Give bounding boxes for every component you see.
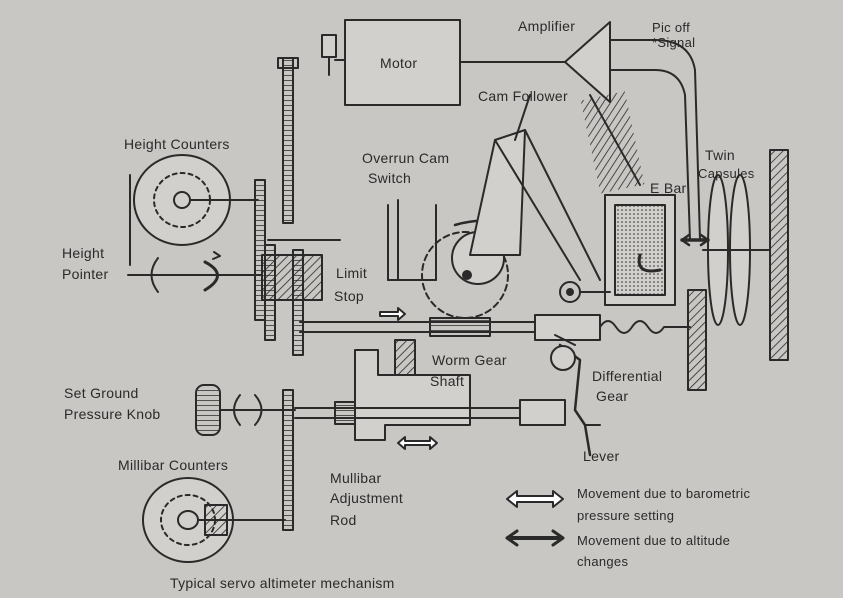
- altitude-arrow-capsules: [680, 233, 710, 247]
- diagram-title: Typical servo altimeter mechanism: [170, 575, 395, 591]
- label-motor: Motor: [380, 55, 418, 71]
- label-differential: Differential: [592, 368, 663, 384]
- label-rod-1: Mullibar: [330, 470, 382, 486]
- legend-solid-arrow: [505, 529, 565, 547]
- legend-hollow-arrow: [506, 490, 564, 508]
- label-height-pointer-2: Pointer: [62, 266, 109, 282]
- label-worm-gear: Worm Gear: [432, 352, 507, 368]
- legend-altitude-1: Movement due to altitude: [577, 533, 731, 548]
- lever-differential: [550, 334, 601, 457]
- twin-capsules: [687, 149, 789, 391]
- legend-barometric-1: Movement due to barometric: [577, 486, 751, 501]
- legend-barometric-2: pressure setting: [577, 508, 675, 523]
- label-limit: Limit: [336, 265, 368, 281]
- millibar-counters-drum: [142, 477, 286, 563]
- label-overrun-2: Switch: [368, 170, 412, 186]
- label-millibar-counters: Millibar Counters: [118, 457, 229, 473]
- height-pointer-assembly: [127, 251, 323, 301]
- label-twin-1: Twin: [705, 147, 735, 163]
- e-bar-assembly: [559, 194, 676, 306]
- cam-follower-arm: [469, 94, 601, 281]
- label-shaft: Shaft: [430, 373, 465, 389]
- label-rod-2: Adjustment: [330, 490, 404, 506]
- height-counters-drum: [129, 154, 259, 266]
- label-e-bar: E Bar: [650, 180, 687, 196]
- motor-box: [321, 19, 566, 106]
- amplifier-triangle: [564, 21, 701, 241]
- label-pickoff-1: Pic off: [652, 20, 690, 35]
- label-height-pointer-1: Height: [62, 245, 105, 261]
- label-amplifier: Amplifier: [518, 18, 576, 34]
- label-cam-follower: Cam Follower: [478, 88, 568, 104]
- label-twin-2: Capsules: [698, 166, 755, 181]
- label-set-ground-1: Set Ground: [64, 385, 139, 401]
- label-set-ground-2: Pressure Knob: [64, 406, 161, 422]
- label-stop: Stop: [334, 288, 364, 304]
- fixed-wall-top: [580, 91, 645, 194]
- label-lever: Lever: [583, 448, 620, 464]
- label-gear: Gear: [596, 388, 629, 404]
- label-height-counters: Height Counters: [124, 136, 230, 152]
- label-overrun-1: Overrun Cam: [362, 150, 450, 166]
- set-ground-knob: [195, 384, 296, 436]
- label-pickoff-2: *Signal: [652, 35, 696, 50]
- millibar-adjustment-rod: [294, 349, 566, 450]
- legend-altitude-2: changes: [577, 554, 629, 569]
- label-rod-3: Rod: [330, 512, 357, 528]
- worm-gear-shaft: [299, 307, 691, 376]
- overrun-switch: [387, 199, 437, 281]
